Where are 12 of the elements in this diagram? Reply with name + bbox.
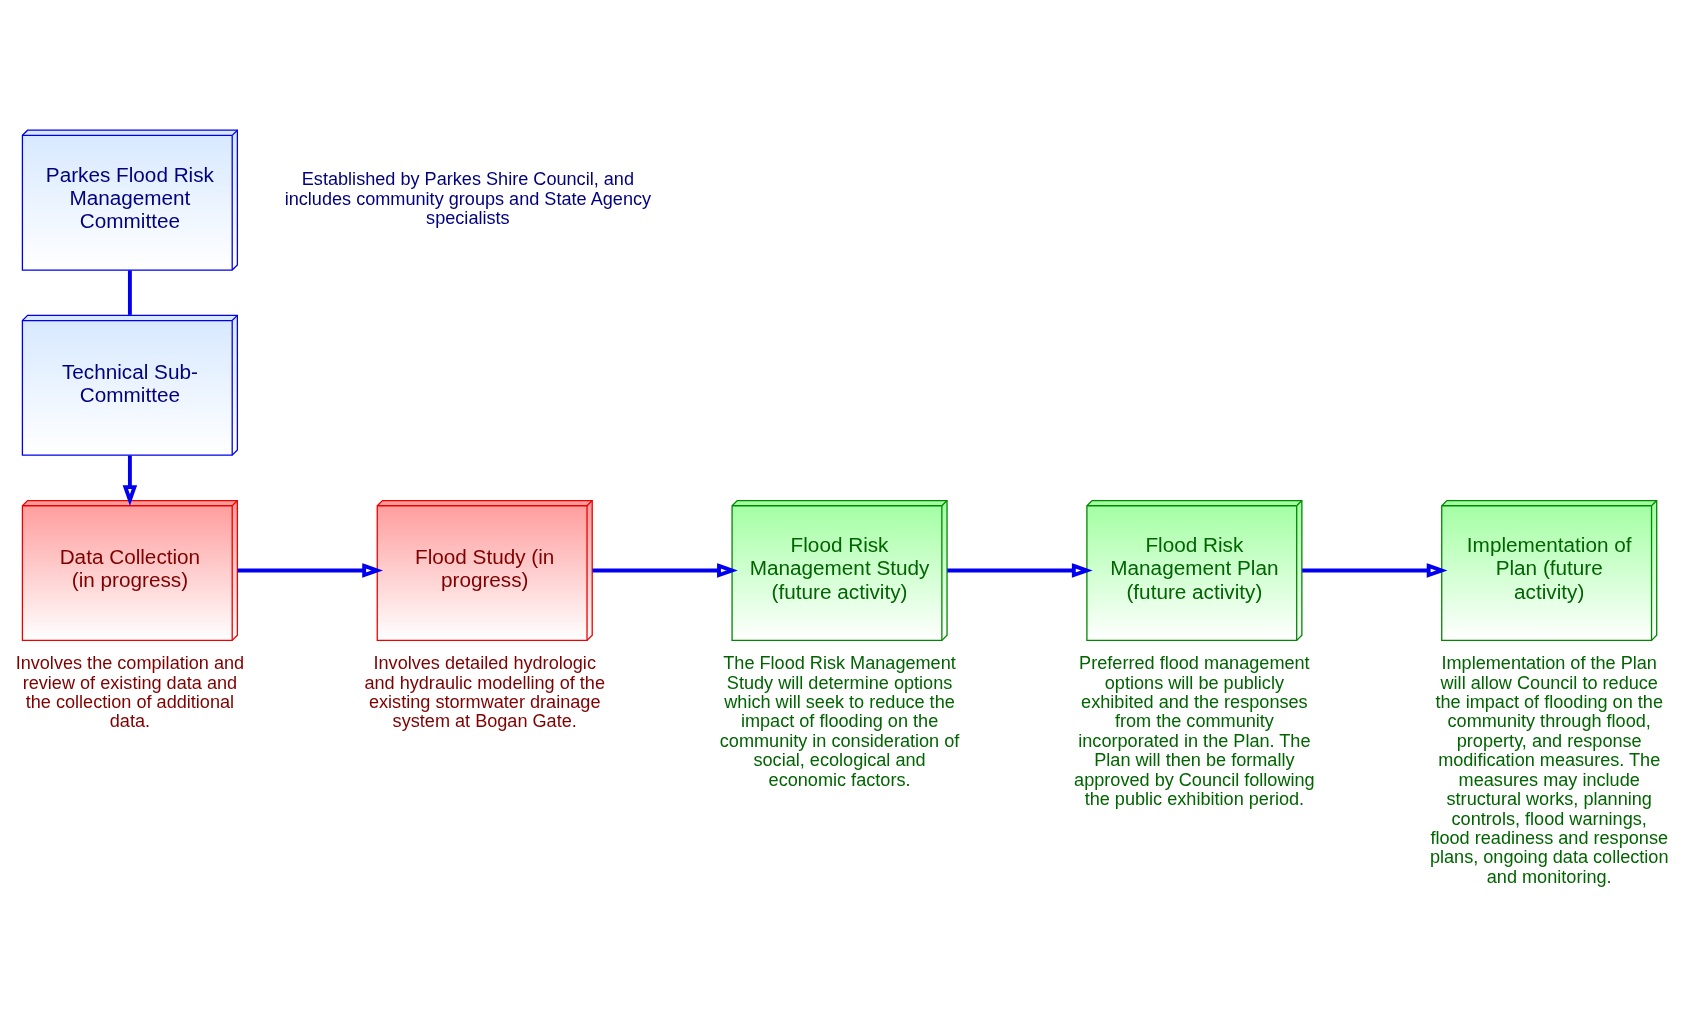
node-label: The Flood Risk Management Study will determine options which will seek to reduce the impact of flooding on the community in consideration of social, ecological and economic factors.: [719, 653, 960, 790]
node-label: Preferred flood management options will be publicly exhibited and the responses from the community incorporated in the Plan. The Plan will then be formally approved by Council following the public exhibition period.: [1074, 653, 1315, 810]
node-label: Involves the compilation and review of existing data and the collection of additional data.: [15, 653, 245, 732]
connector: [127, 270, 132, 315]
node-label: Implementation of the Plan will allow Council to reduce the impact of flooding on the community through flood, property, and response modification measures. The measures may include structural works, planning controls, flood warnings, flood readiness and response plans, ongoing data collection and monitoring.: [1429, 653, 1669, 887]
arrow: [947, 563, 1093, 578]
arrow: [237, 563, 383, 578]
arrow: [1302, 563, 1448, 578]
arrow: [592, 563, 738, 578]
node-label: Involves detailed hydrologic and hydraulic modelling of the existing stormwater drainage system at Bogan Gate.: [364, 653, 606, 732]
arrow: [122, 455, 138, 506]
node-label: Established by Parkes Shire Council, and includes community groups and State Agency specialists: [284, 169, 652, 229]
